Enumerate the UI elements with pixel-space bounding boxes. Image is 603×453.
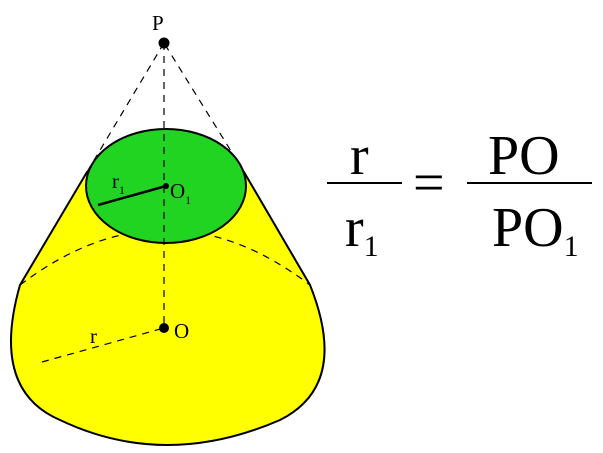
top-center-point [163, 183, 169, 189]
top-center-label: O1 [170, 179, 191, 207]
frustum-body [10, 171, 326, 446]
equation-right-denominator: PO1 [492, 197, 579, 263]
top-radius-label: r1 [112, 169, 125, 197]
base-radius-label: r [90, 324, 97, 348]
top-radius-line [97, 184, 167, 207]
base-center-label: O [174, 319, 189, 343]
equation-right-numerator: PO [488, 125, 560, 187]
equation-left-denominator: r1 [345, 197, 379, 263]
base-radius-line [41, 327, 165, 363]
apex-label: P [152, 11, 164, 35]
equation-left-numerator: r [350, 125, 369, 187]
equation-equals-sign: = [413, 152, 445, 214]
base-center-point [159, 323, 169, 333]
ratio-equation: r r1 = PO PO1 [327, 125, 592, 263]
apex-point [158, 37, 170, 49]
